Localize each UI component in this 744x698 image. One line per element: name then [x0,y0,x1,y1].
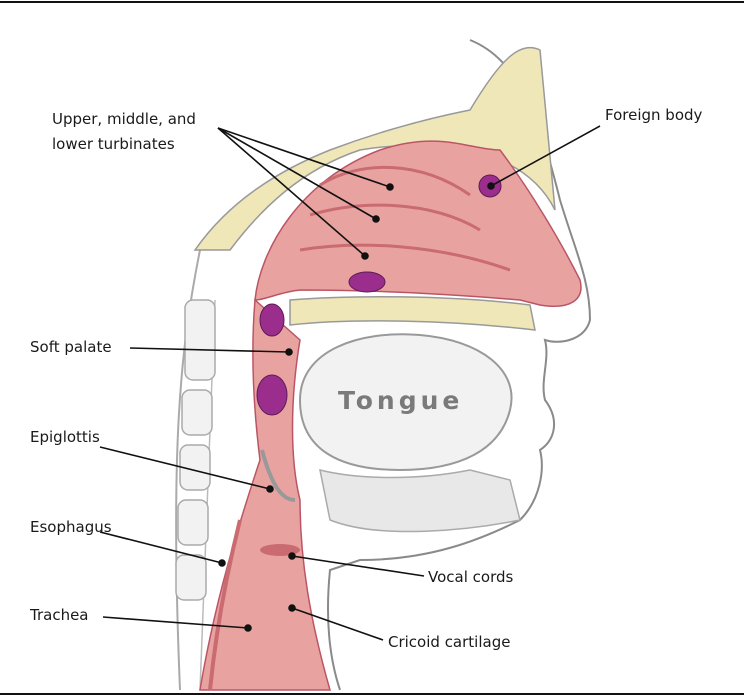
esophagus-tube [208,519,242,691]
spine [175,249,201,691]
leader-lines [99,125,601,641]
label-esophagus: Esophagus [30,518,112,536]
label-tongue: Tongue [338,386,464,415]
label-turbinates-line1: Upper, middle, and [52,110,196,128]
foreign-bodies [256,174,502,416]
label-soft-palate: Soft palate [30,338,112,356]
label-vocal-cords: Vocal cords [428,568,514,586]
label-turbinates-line2: lower turbinates [52,135,175,153]
label-foreign-body: Foreign body [605,106,703,124]
label-epiglottis: Epiglottis [30,428,100,446]
vertebrae [175,299,216,601]
pharynx [199,298,331,691]
bottom-border [0,693,744,695]
tongue-shape [298,333,513,472]
epiglottis-shape [260,449,296,502]
label-cricoid-cartilage: Cricoid cartilage [388,633,511,651]
top-border [0,1,744,3]
hard-palate [289,295,536,331]
turbinates [299,165,511,272]
face-profile [327,39,592,691]
label-trachea: Trachea [30,606,89,624]
